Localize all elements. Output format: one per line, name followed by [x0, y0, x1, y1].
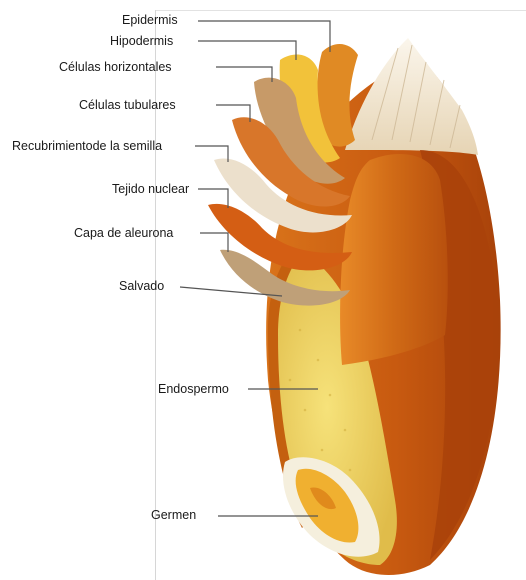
label-salvado: Salvado [119, 279, 164, 293]
label-germen: Germen [151, 508, 196, 522]
label-hipodermis: Hipodermis [110, 34, 173, 48]
label-epidermis: Epidermis [122, 13, 178, 27]
label-celulas-horizontales: Células horizontales [59, 60, 172, 74]
leader-hipodermis [198, 41, 296, 60]
label-endospermo: Endospermo [158, 382, 229, 396]
label-tejido-nuclear: Tejido nuclear [112, 182, 189, 196]
pericarp-plate [340, 154, 448, 365]
label-celulas-tubulares: Células tubulares [79, 98, 176, 112]
label-recubrimiento: Recubrimientode la semilla [12, 139, 162, 153]
label-capa-aleurona: Capa de aleurona [74, 226, 173, 240]
leader-epidermis [198, 21, 330, 52]
leader-capa-aleurona [200, 233, 228, 252]
